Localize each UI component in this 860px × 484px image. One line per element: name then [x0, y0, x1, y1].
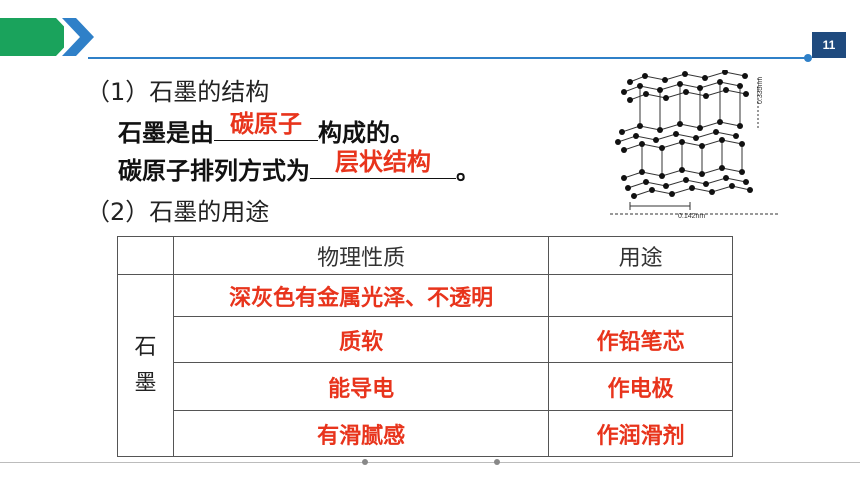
- graphite-properties-table: 物理性质 用途 石 墨 深灰色有金属光泽、不透明 质软 作铅笔芯 能导电 作电极…: [117, 236, 733, 457]
- table-row: 石 墨 深灰色有金属光泽、不透明: [117, 274, 733, 457]
- footer-dot: [494, 459, 500, 465]
- page-number: 11: [812, 32, 846, 58]
- footer-dot: [362, 459, 368, 465]
- property-cell: 深灰色有金属光泽、不透明: [172, 274, 550, 317]
- table-row: 有滑腻感 作润滑剂: [118, 410, 733, 457]
- footer-rule: [0, 462, 860, 463]
- property-cell: 有滑腻感: [172, 410, 550, 457]
- structure-line1: 石墨是由碳原子构成的。: [118, 110, 414, 148]
- line1-prefix: 石墨是由: [118, 119, 214, 147]
- chevron-right-icon: [56, 18, 94, 56]
- structure-line2: 碳原子排列方式为层状结构。: [118, 148, 480, 186]
- table-header-row: 物理性质 用途: [117, 236, 733, 275]
- header-rule-dot: [804, 54, 812, 62]
- property-cell: 质软: [172, 316, 550, 363]
- use-cell: 作润滑剂: [548, 410, 733, 457]
- table-row: 质软 作铅笔芯: [118, 316, 733, 363]
- interlayer-distance-label: 0.335nm: [757, 77, 764, 104]
- bond-length-label: 0.142nm: [678, 213, 705, 220]
- property-cell: 能导电: [172, 362, 550, 411]
- substance-char-1: 石: [134, 334, 157, 360]
- line1-suffix: 构成的。: [318, 119, 414, 147]
- header-use: 用途: [548, 236, 733, 275]
- header-green-bar: [0, 18, 64, 56]
- table-row: 能导电 作电极: [118, 362, 733, 411]
- section2-heading: （2）石墨的用途: [86, 198, 270, 226]
- substance-cell: 石 墨: [117, 274, 174, 457]
- header-property: 物理性质: [172, 236, 550, 275]
- line2-prefix: 碳原子排列方式为: [118, 157, 310, 185]
- use-cell: 作铅笔芯: [548, 316, 733, 363]
- answer-carbon-atom: 碳原子: [230, 110, 302, 138]
- header-empty-cell: [117, 236, 174, 275]
- use-cell: [548, 274, 733, 317]
- header-rule: [88, 57, 808, 59]
- answer-layered-structure: 层状结构: [335, 148, 431, 176]
- line2-suffix: 。: [456, 157, 480, 185]
- answer-blank-2: 层状结构: [310, 148, 456, 179]
- graphite-structure-figure: 0.335nm 0.142nm: [610, 70, 780, 220]
- answer-blank-1: 碳原子: [214, 110, 318, 141]
- section1-heading: （1）石墨的结构: [86, 78, 270, 106]
- substance-char-2: 墨: [134, 370, 157, 396]
- use-cell: 作电极: [548, 362, 733, 411]
